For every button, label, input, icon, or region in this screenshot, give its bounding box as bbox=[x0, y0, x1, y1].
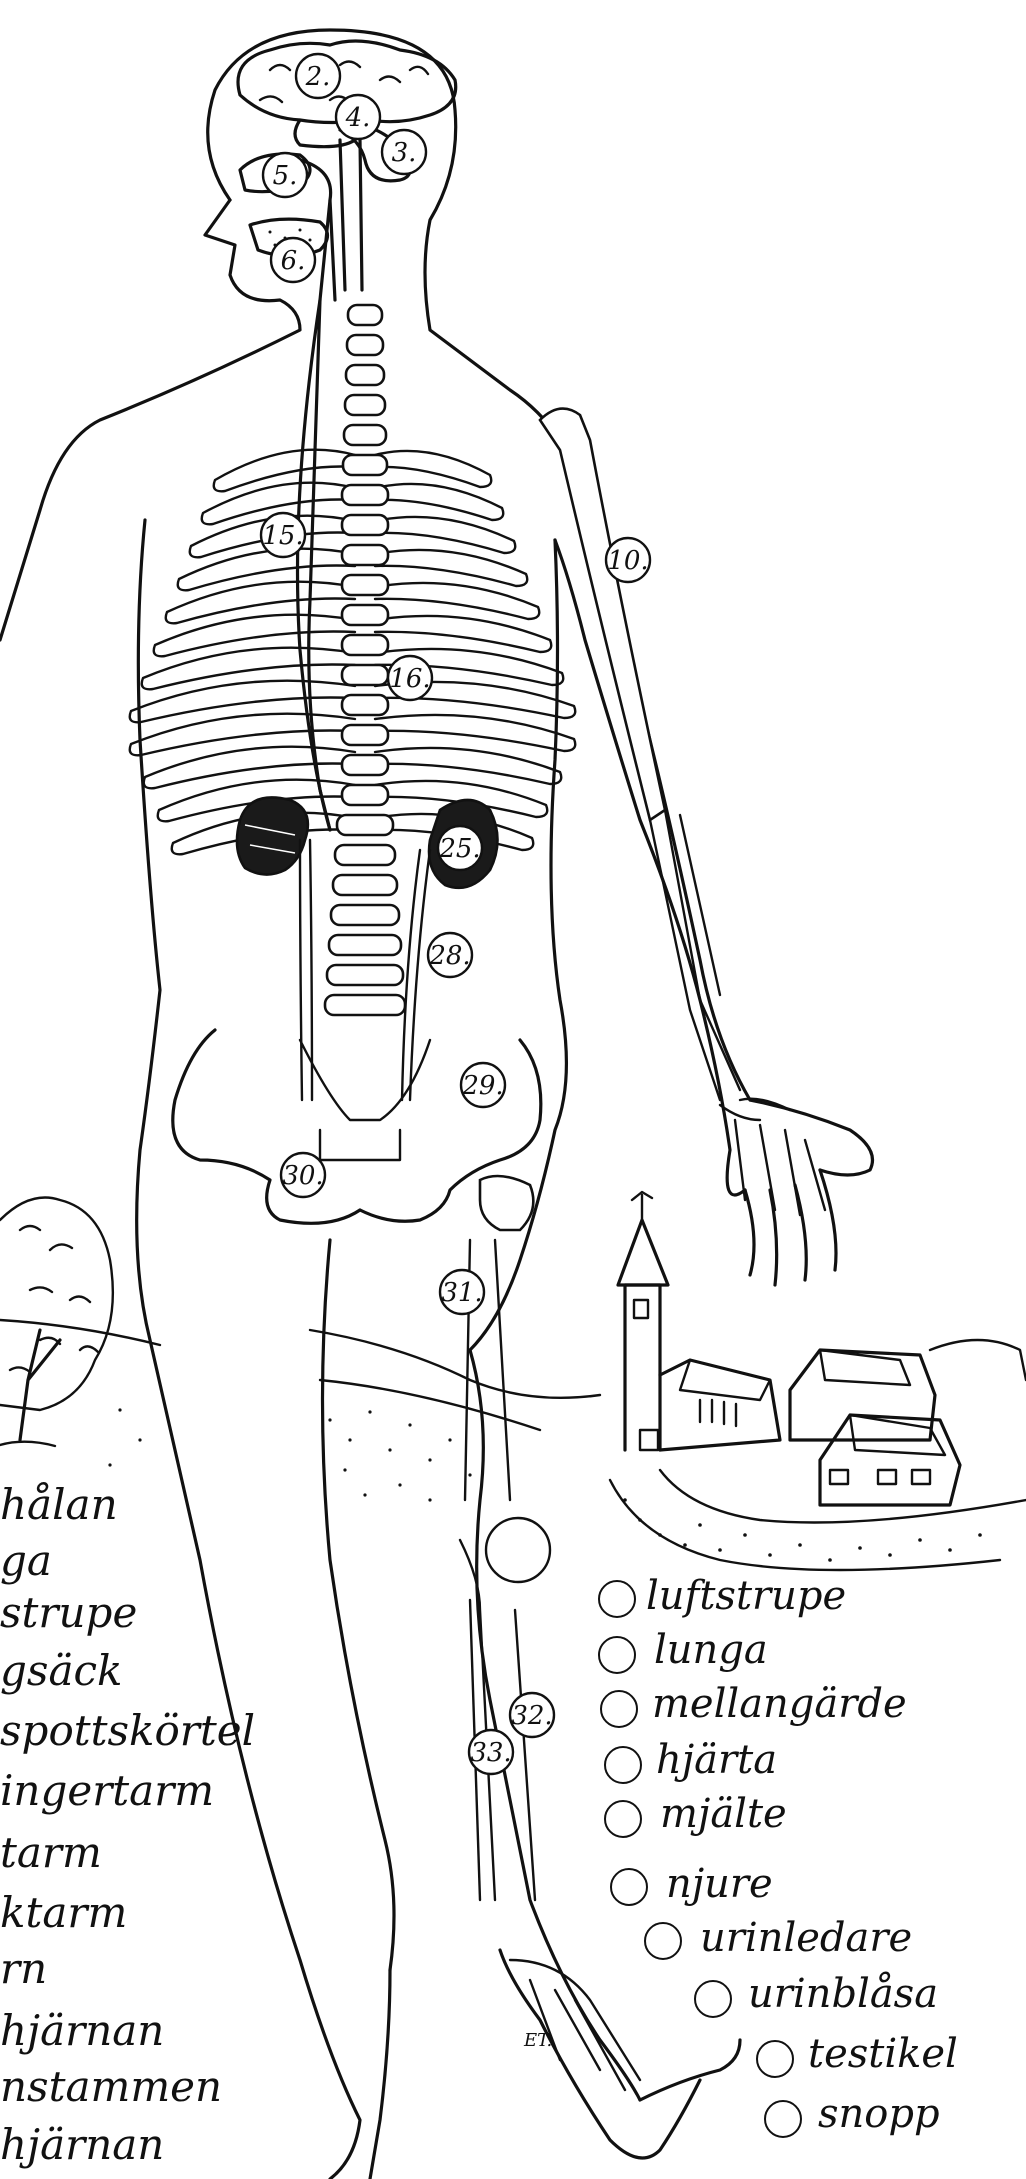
vertebra bbox=[342, 725, 388, 745]
spine bbox=[325, 305, 405, 1015]
label-checkbox[interactable] bbox=[756, 2040, 794, 2078]
label-checkbox[interactable] bbox=[600, 1690, 638, 1728]
label-mellangarde: mellangärde bbox=[652, 1684, 907, 1724]
vertebra bbox=[342, 575, 388, 595]
church-illustration bbox=[618, 1192, 1026, 1505]
vertebra bbox=[329, 935, 401, 955]
vertebra bbox=[346, 365, 384, 385]
number-marker-label: 2. bbox=[305, 62, 331, 92]
road bbox=[660, 1470, 1026, 1523]
left-label: tarm bbox=[0, 1832, 102, 1874]
label-checkbox[interactable] bbox=[604, 1800, 642, 1838]
label-testikel: testikel bbox=[808, 2034, 958, 2074]
label-luftstrupe: luftstrupe bbox=[646, 1576, 846, 1616]
rib-right bbox=[375, 583, 539, 619]
number-marker-label: 5. bbox=[273, 161, 298, 191]
rib-right bbox=[375, 616, 551, 652]
number-marker-label: 10. bbox=[607, 546, 648, 576]
vertebra bbox=[327, 965, 403, 985]
vertebra bbox=[331, 905, 399, 925]
vertebra bbox=[342, 785, 388, 805]
left-label: nstammen bbox=[0, 2066, 222, 2108]
label-checkbox[interactable] bbox=[598, 1580, 636, 1618]
label-njure: njure bbox=[666, 1864, 773, 1904]
rib-right bbox=[375, 715, 575, 751]
dotted-field bbox=[108, 1408, 471, 1501]
left-label: strupe bbox=[0, 1592, 137, 1634]
left-label: ga bbox=[0, 1540, 52, 1582]
vertebra bbox=[343, 455, 387, 475]
number-marker-label: 25. bbox=[438, 834, 480, 864]
vertebra bbox=[325, 995, 405, 1015]
label-urinledare: urinledare bbox=[700, 1918, 912, 1958]
road bbox=[610, 1480, 1000, 1570]
left-label: ktarm bbox=[0, 1892, 127, 1934]
number-marker-label: 30. bbox=[282, 1161, 323, 1191]
number-marker-label: 3. bbox=[392, 138, 417, 168]
number-marker-label: 28. bbox=[428, 941, 470, 971]
vertebra bbox=[344, 425, 386, 445]
label-lunga: lunga bbox=[654, 1630, 768, 1670]
left-label: spottskörtel bbox=[0, 1710, 255, 1752]
hill-line bbox=[0, 1320, 160, 1345]
left-label: hålan bbox=[0, 1484, 118, 1526]
arm-bones bbox=[540, 409, 825, 1215]
rib-right bbox=[375, 550, 527, 586]
left-label: ingertarm bbox=[0, 1770, 214, 1812]
label-checkbox[interactable] bbox=[644, 1922, 682, 1960]
number-marker-label: 16. bbox=[389, 664, 430, 694]
hill-line bbox=[310, 1330, 600, 1398]
label-hjarta: hjärta bbox=[656, 1740, 777, 1780]
rib-right bbox=[375, 451, 491, 487]
vertebra bbox=[342, 635, 388, 655]
number-marker-label: 32. bbox=[511, 1701, 552, 1731]
vertebra bbox=[348, 305, 382, 325]
vertebra bbox=[342, 755, 388, 775]
label-checkbox[interactable] bbox=[764, 2100, 802, 2138]
vertebra bbox=[335, 845, 395, 865]
landscape bbox=[0, 1192, 1026, 1570]
vertebra bbox=[342, 485, 388, 505]
label-urinblasa: urinblåsa bbox=[748, 1974, 938, 2014]
body-outline bbox=[0, 30, 873, 2179]
label-snopp: snopp bbox=[818, 2094, 940, 2134]
vertebra bbox=[342, 515, 388, 535]
vertebra bbox=[337, 815, 393, 835]
vertebra bbox=[342, 545, 388, 565]
leg-bones bbox=[460, 1176, 640, 2090]
vertebra bbox=[342, 695, 388, 715]
vertebra bbox=[347, 335, 383, 355]
label-mjalte: mjälte bbox=[660, 1794, 787, 1834]
vertebra bbox=[342, 665, 388, 685]
artist-signature: ET. bbox=[524, 2030, 552, 2051]
number-marker-label: 6. bbox=[281, 246, 306, 276]
left-label: hjärnan bbox=[0, 2010, 164, 2052]
number-marker-label: 15. bbox=[262, 521, 303, 551]
left-label: hjärnan bbox=[0, 2124, 164, 2166]
hill-line bbox=[320, 1380, 540, 1430]
road-dots bbox=[623, 1498, 982, 1562]
rib-right bbox=[375, 748, 561, 784]
number-marker-label: 4. bbox=[345, 103, 371, 133]
vertebra bbox=[342, 605, 388, 625]
vertebra bbox=[345, 395, 385, 415]
label-checkbox[interactable] bbox=[694, 1980, 732, 2018]
label-checkbox[interactable] bbox=[604, 1746, 642, 1784]
rib-right bbox=[375, 484, 503, 520]
number-marker-label: 29. bbox=[461, 1071, 503, 1101]
number-marker-label: 33. bbox=[470, 1738, 511, 1768]
label-checkbox[interactable] bbox=[598, 1636, 636, 1674]
number-marker-label: 31. bbox=[441, 1278, 482, 1308]
left-label: rn bbox=[0, 1948, 47, 1990]
vertebra bbox=[333, 875, 397, 895]
label-checkbox[interactable] bbox=[610, 1868, 648, 1906]
left-label: gsäck bbox=[0, 1650, 122, 1692]
rib-right bbox=[375, 517, 515, 553]
